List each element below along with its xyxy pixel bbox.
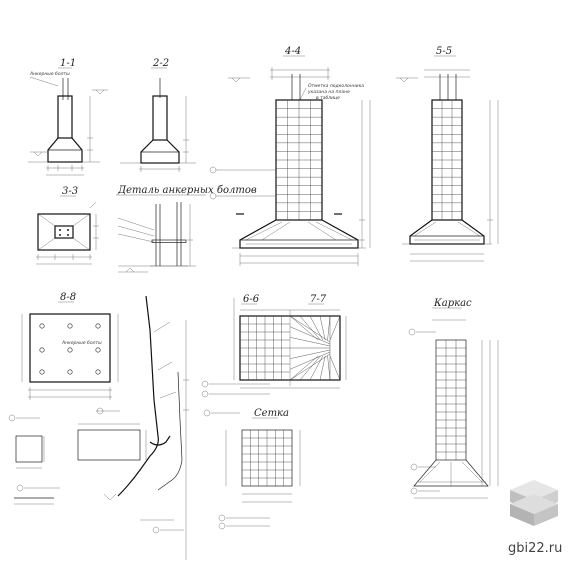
view-4-4-note-1: Отметка подколонника — [308, 83, 364, 89]
view-4-4-note-3: в таблице — [316, 95, 340, 101]
view-1-1: 1-1 Анкерные болты — [28, 58, 108, 176]
view-8-8-label: Анкерные болты — [61, 340, 102, 346]
bent-bar-detail — [103, 295, 189, 560]
view-1-1-title: 1-1 — [60, 58, 76, 69]
view-4-4-note-2: указана на плане — [307, 90, 350, 95]
view-anchor-bolt-detail: Деталь анкерных болтов — [116, 185, 257, 273]
view-cage: Каркас — [408, 298, 499, 499]
cage-title: Каркас — [433, 298, 472, 309]
view-4-4-title: 4-4 — [284, 46, 301, 57]
view-8-8: 8-8 Анкерные болты — [21, 292, 120, 415]
anchor-detail-title: Деталь анкерных болтов — [117, 185, 257, 196]
view-5-5-title: 5-5 — [436, 46, 452, 57]
view-3-3: 3-3 — [36, 186, 99, 265]
watermark-text: gbi22.ru — [508, 541, 562, 556]
view-7-7-title: 7-7 — [310, 294, 327, 305]
view-6-6-title: 6-6 — [243, 294, 260, 305]
view-mesh: Сетка — [203, 408, 301, 530]
view-8-8-title: 8-8 — [60, 292, 76, 303]
view-2-2: 2-2 — [120, 58, 196, 172]
view-6-6-7-7: 6-6 7-7 — [201, 294, 347, 398]
mesh-title: Сетка — [254, 408, 289, 419]
bar-details-left — [8, 414, 147, 505]
stack-logo-icon — [510, 480, 558, 526]
view-1-1-label: Анкерные болты — [29, 71, 70, 77]
view-4-4: 4-4 Отметка подколонника указана на план… — [209, 46, 371, 266]
watermark: gbi22.ru — [508, 480, 562, 556]
view-3-3-title: 3-3 — [62, 186, 78, 197]
view-2-2-title: 2-2 — [152, 58, 169, 69]
view-5-5: 5-5 — [396, 46, 499, 262]
